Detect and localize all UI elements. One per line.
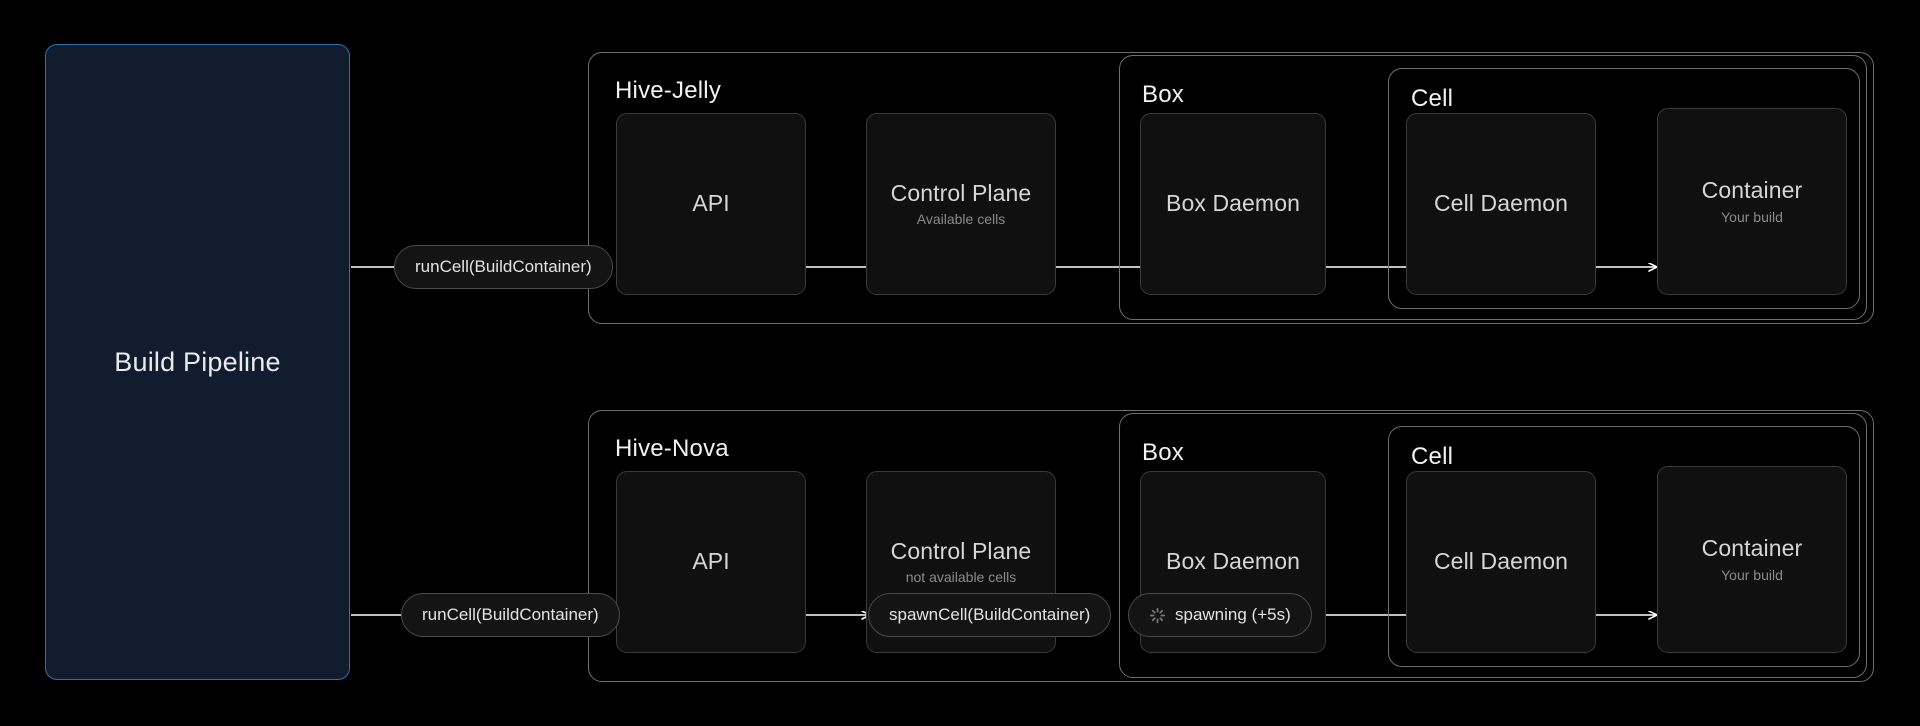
node-container-top[interactable]: Container Your build (1657, 108, 1847, 295)
node-cell-daemon-bottom[interactable]: Cell Daemon (1406, 471, 1596, 653)
node-container-bottom-sub: Your build (1721, 566, 1783, 583)
group-box-bottom: Box (1119, 413, 1867, 678)
node-api-bottom[interactable]: API (616, 471, 806, 653)
build-pipeline-node[interactable]: Build Pipeline (45, 44, 350, 680)
node-control-plane-top[interactable]: Control Plane Available cells (866, 113, 1056, 295)
edge-label-runcell-top[interactable]: runCell(BuildContainer) (394, 245, 613, 289)
node-box-daemon-bottom-title: Box Daemon (1166, 548, 1300, 575)
group-cell-top-label: Cell (1411, 85, 1454, 112)
spinner-icon (1149, 607, 1166, 623)
group-hive-jelly-label: Hive-Jelly (615, 77, 722, 104)
node-cell-daemon-top-title: Cell Daemon (1433, 190, 1569, 217)
node-box-daemon-top[interactable]: Box Daemon (1140, 113, 1326, 295)
edge-label-spawning-bottom[interactable]: spawning (+5s) (1128, 593, 1312, 637)
edge-label-runcell-top-text: runCell(BuildContainer) (415, 257, 592, 276)
node-api-top-title: API (692, 190, 730, 217)
group-hive-nova-label: Hive-Nova (615, 435, 729, 462)
group-hive-nova: Hive-Nova (588, 410, 1874, 682)
group-cell-bottom: Cell (1388, 426, 1860, 667)
node-cell-daemon-top[interactable]: Cell Daemon (1406, 113, 1596, 295)
node-api-top[interactable]: API (616, 113, 806, 295)
group-box-top-label: Box (1142, 81, 1184, 108)
node-container-bottom-title: Container (1701, 535, 1803, 562)
node-api-bottom-title: API (692, 548, 730, 575)
node-control-plane-top-sub: Available cells (916, 211, 1006, 228)
edge-label-runcell-bottom[interactable]: runCell(BuildContainer) (401, 593, 620, 637)
node-control-plane-bottom-title: Control Plane (890, 537, 1032, 564)
build-pipeline-label: Build Pipeline (114, 346, 281, 377)
group-hive-jelly: Hive-Jelly (588, 52, 1874, 324)
node-container-top-title: Container (1701, 177, 1803, 204)
edge-label-runcell-bottom-text: runCell(BuildContainer) (422, 605, 599, 624)
node-cell-daemon-bottom-title: Cell Daemon (1433, 548, 1569, 575)
node-box-daemon-top-title: Box Daemon (1166, 190, 1300, 217)
edge-label-spawning-bottom-text: spawning (+5s) (1175, 605, 1291, 624)
node-control-plane-top-title: Control Plane (890, 179, 1032, 206)
group-box-top: Box (1119, 55, 1867, 320)
group-cell-bottom-label: Cell (1411, 443, 1454, 470)
edge-label-spawncell-bottom[interactable]: spawnCell(BuildContainer) (868, 593, 1112, 637)
group-cell-top: Cell (1388, 68, 1860, 309)
node-container-top-sub: Your build (1721, 208, 1783, 225)
node-control-plane-bottom-sub: not available cells (905, 569, 1017, 586)
group-box-bottom-label: Box (1142, 439, 1184, 466)
node-container-bottom[interactable]: Container Your build (1657, 466, 1847, 653)
edge-label-spawncell-bottom-text: spawnCell(BuildContainer) (889, 605, 1091, 624)
